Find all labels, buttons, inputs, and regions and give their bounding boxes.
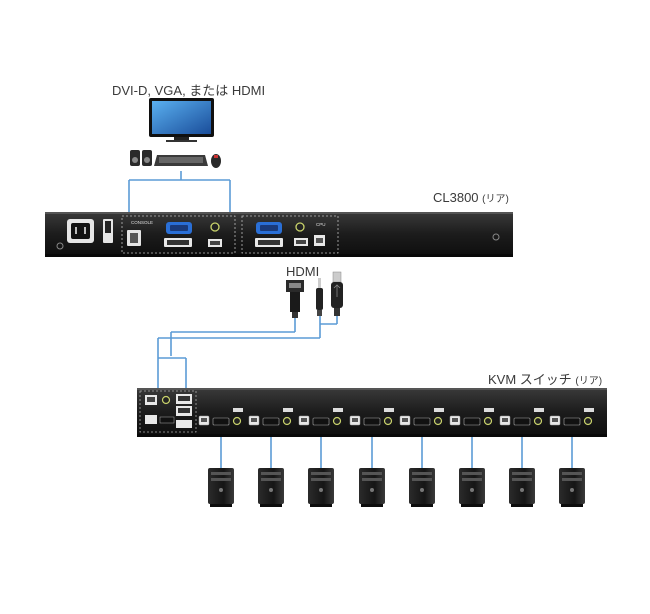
computer-icon xyxy=(208,468,234,507)
computer-icon xyxy=(409,468,435,507)
keyboard-icon xyxy=(154,155,208,166)
vga-console-port xyxy=(166,222,192,234)
console-section-label: CONSOLE xyxy=(131,220,153,225)
cl3800-label: CL3800 (リア) xyxy=(433,190,509,205)
cpu-section-label: CPU xyxy=(316,222,326,227)
kvm-switch-rear-panel xyxy=(137,388,607,437)
console-cables xyxy=(128,171,231,215)
console-display-label: DVI-D, VGA, または HDMI xyxy=(112,83,266,98)
kvm-switch-label: KVM スイッチ (リア) xyxy=(488,372,603,387)
computer-icon xyxy=(509,468,535,507)
cable-connectors xyxy=(286,271,343,318)
hdmi-label: HDMI xyxy=(286,264,320,279)
speakers-icon xyxy=(130,150,152,166)
computer-icon xyxy=(258,468,284,507)
power-switch-icon xyxy=(103,219,113,243)
computer-icon xyxy=(308,468,334,507)
monitor-icon xyxy=(149,98,214,142)
computer-icon xyxy=(359,468,385,507)
usb-connector-icon xyxy=(331,271,343,316)
vga-cpu-port xyxy=(256,222,282,234)
audio-plug-icon xyxy=(316,278,323,316)
computer-icon xyxy=(459,468,485,507)
hdmi-connector-icon xyxy=(286,280,304,318)
mouse-icon xyxy=(211,154,221,168)
computers xyxy=(208,468,585,507)
computer-icon xyxy=(559,468,585,507)
cl3800-rear-panel: CONSOLE CPU xyxy=(45,212,513,257)
computer-cables xyxy=(220,437,573,468)
power-inlet-icon xyxy=(67,219,94,243)
kvm-uplink-cables xyxy=(157,316,338,388)
